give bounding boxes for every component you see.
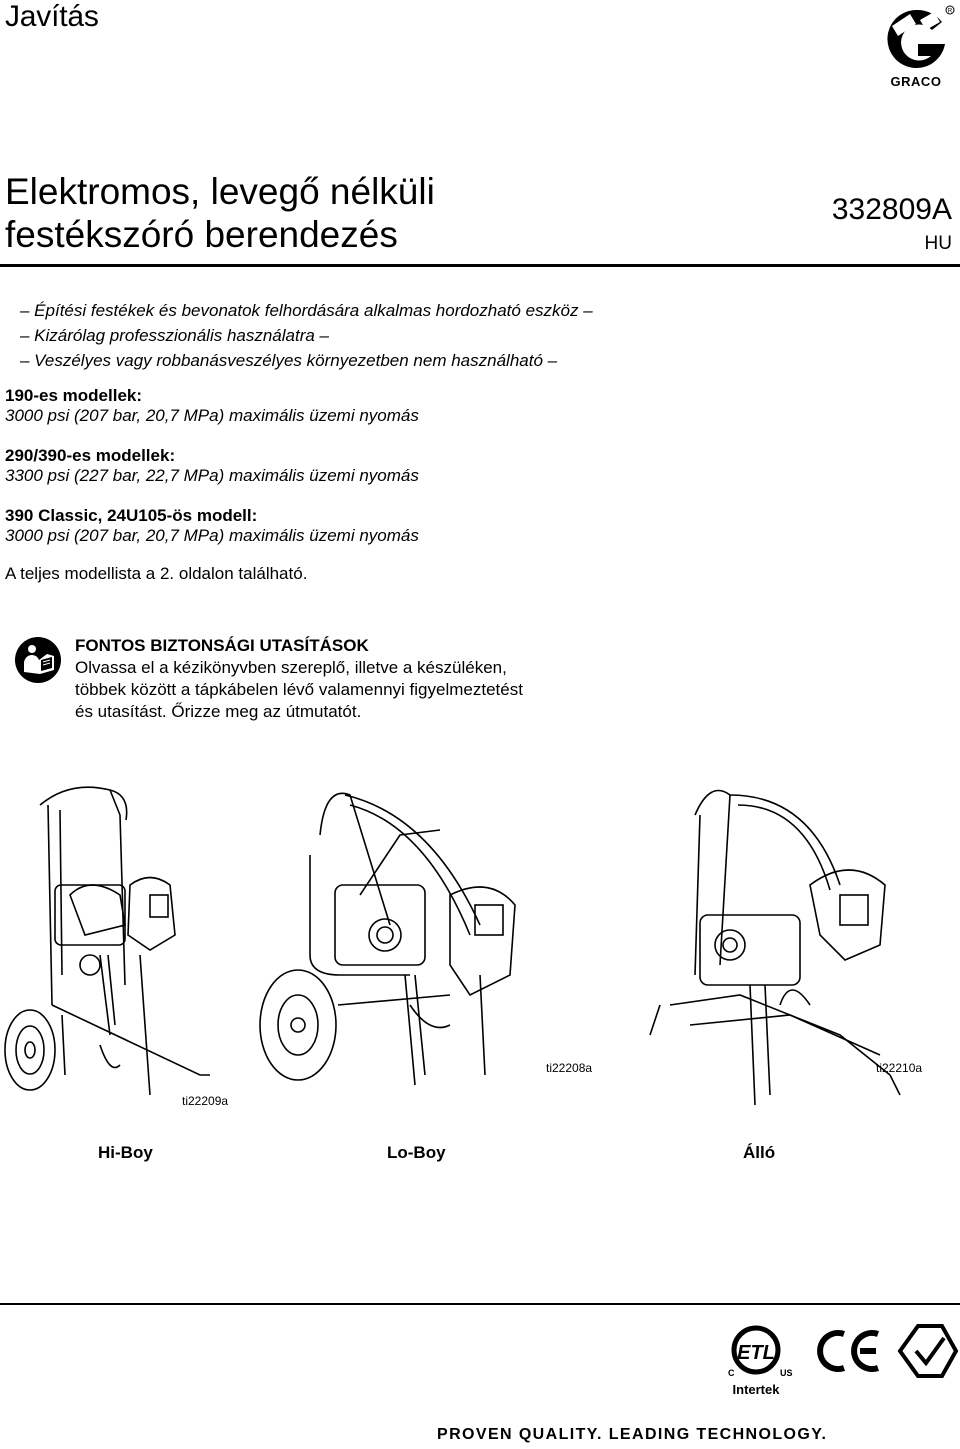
title-line-2: festékszóró berendezés	[5, 214, 398, 255]
graco-logo: R GRACO	[876, 4, 956, 89]
spec-heading: 290/390-es modellek:	[5, 446, 176, 465]
etl-mark-text: ETL	[737, 1342, 775, 1364]
spec-heading: 390 Classic, 24U105-ös modell:	[5, 506, 258, 525]
safety-text-line: Olvassa el a kézikönyvben szereplő, ille…	[75, 658, 507, 677]
figure-reference: ti22210a	[876, 1061, 923, 1075]
intro-line: – Veszélyes vagy robbanásveszélyes körny…	[20, 351, 558, 370]
spec-block: 390 Classic, 24U105-ös modell: 3000 psi …	[5, 506, 419, 546]
figure-label-lo-boy: Lo-Boy	[387, 1143, 446, 1162]
intertek-text: Intertek	[733, 1382, 781, 1397]
spec-value: 3300 psi (227 bar, 22,7 MPa) maximális ü…	[5, 466, 419, 485]
lo-boy-sprayer-drawing	[259, 792, 516, 1086]
document-title: Elektromos, levegő nélküli festékszóró b…	[5, 170, 645, 256]
brand-name: GRACO	[890, 74, 942, 89]
figure-reference: ti22208a	[546, 1061, 593, 1075]
read-manual-icon	[14, 636, 62, 684]
figure-label-stand: Álló	[743, 1143, 776, 1162]
footer-slogan: PROVEN QUALITY. LEADING TECHNOLOGY.	[437, 1426, 828, 1443]
safety-text-line: és utasítást. Őrizze meg az útmutatót.	[75, 702, 362, 721]
etl-mark-icon: ETL C US Intertek	[728, 1325, 793, 1397]
certification-logos: ETL C US Intertek	[728, 1324, 959, 1397]
stand-sprayer-drawing	[649, 789, 901, 1105]
model-note: A teljes modellista a 2. oldalon találha…	[5, 564, 308, 583]
safety-text-line: többek között a tápkábelen lévő valamenn…	[75, 680, 523, 699]
etl-us-text: US	[780, 1368, 793, 1378]
etl-c-text: C	[728, 1368, 735, 1378]
safety-notice: FONTOS BIZTONSÁGI UTASÍTÁSOK Olvassa el …	[75, 635, 575, 723]
figure-label-hi-boy: Hi-Boy	[98, 1143, 153, 1162]
spec-block: 190-es modellek: 3000 psi (207 bar, 20,7…	[5, 386, 419, 426]
spec-heading: 190-es modellek:	[5, 386, 143, 405]
footer-divider	[0, 1303, 960, 1305]
certification-marks: ETL C US Intertek	[720, 1318, 960, 1400]
hi-boy-sprayer-drawing	[4, 786, 210, 1096]
spec-value: 3000 psi (207 bar, 20,7 MPa) maximális ü…	[5, 406, 419, 425]
rcm-mark-icon	[897, 1324, 959, 1378]
figure-reference: ti22209a	[182, 1094, 229, 1108]
safety-heading: FONTOS BIZTONSÁGI UTASÍTÁSOK	[75, 636, 369, 655]
svg-text:R: R	[948, 9, 953, 15]
header-divider	[0, 264, 960, 267]
spec-block: 290/390-es modellek: 3300 psi (227 bar, …	[5, 446, 419, 486]
intro-lines: – Építési festékek és bevonatok felhordá…	[20, 298, 593, 373]
intro-line: – Építési festékek és bevonatok felhordá…	[20, 301, 593, 320]
ce-mark-icon	[817, 1330, 879, 1372]
spec-value: 3000 psi (207 bar, 20,7 MPa) maximális ü…	[5, 526, 419, 545]
intro-line: – Kizárólag professzionális használatra …	[20, 326, 330, 345]
document-number: 332809A	[831, 193, 952, 226]
graco-logo-mark: R	[887, 5, 955, 68]
title-line-1: Elektromos, levegő nélküli	[5, 171, 435, 212]
section-label: Javítás	[5, 0, 99, 33]
language-code: HU	[924, 233, 952, 254]
